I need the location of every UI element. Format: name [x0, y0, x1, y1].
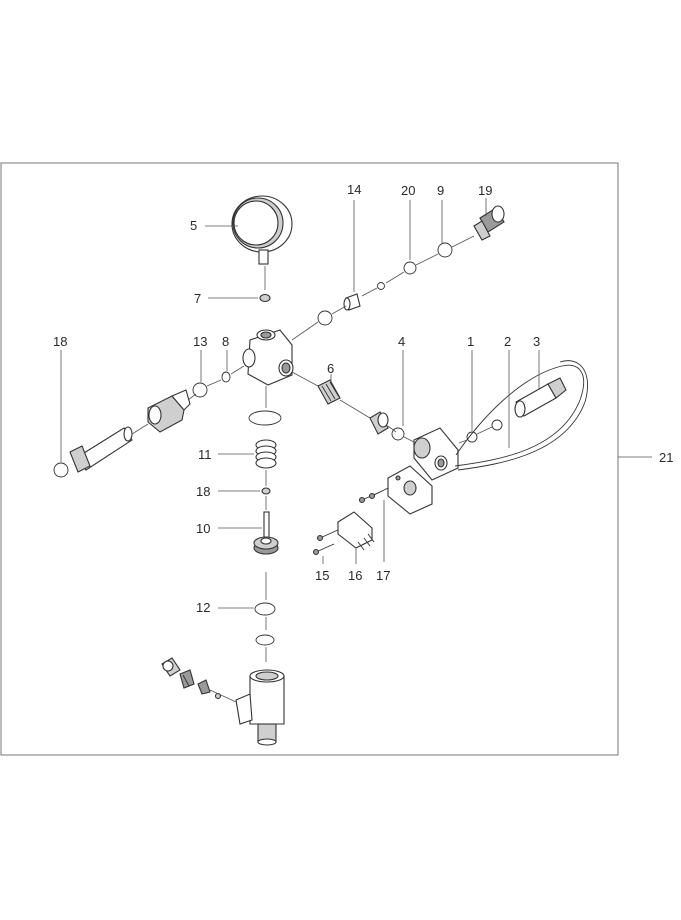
o-ring-13	[192, 382, 208, 398]
spring-6	[317, 379, 341, 405]
micro-switch-16	[337, 511, 375, 551]
small-ring	[377, 282, 385, 290]
callout-16: 16	[348, 568, 362, 583]
o-ring-lower	[255, 634, 275, 646]
manifold-block	[242, 329, 294, 386]
plug-19	[473, 205, 505, 241]
screws-15	[312, 529, 339, 556]
nozzle-fitting	[69, 426, 133, 473]
o-ring-1a	[466, 431, 478, 443]
hose-fitting-3	[514, 377, 567, 418]
callout-10: 10	[196, 521, 210, 536]
callout-14: 14	[347, 182, 361, 197]
o-ring-manifold-top	[317, 310, 333, 326]
hex-nut-fitting	[147, 389, 191, 433]
outlet-body	[235, 669, 285, 746]
o-ring-9	[437, 242, 453, 258]
o-ring-18-small	[261, 487, 271, 495]
callout-8: 8	[222, 334, 229, 349]
callout-18-center: 18	[196, 484, 210, 499]
sleeve-14	[343, 293, 361, 311]
callout-1: 1	[467, 334, 474, 349]
callout-13: 13	[193, 334, 207, 349]
callout-4: 4	[398, 334, 405, 349]
o-ring-8	[221, 371, 231, 383]
spring-11	[255, 439, 277, 469]
pressure-switch-body	[413, 427, 459, 481]
pressure-gauge	[231, 195, 293, 265]
callout-19: 19	[478, 183, 492, 198]
callout-6: 6	[327, 361, 334, 376]
check-valve-fitting	[369, 411, 389, 435]
callout-7: 7	[194, 291, 201, 306]
callout-5: 5	[190, 218, 197, 233]
mounting-plate-17	[387, 465, 433, 515]
o-ring-20	[403, 261, 417, 275]
o-ring-large-top	[248, 410, 282, 426]
o-ring-18-left	[53, 462, 69, 478]
callout-9: 9	[437, 183, 444, 198]
washer-7	[259, 293, 271, 303]
screws-17	[358, 487, 389, 504]
side-screw-assembly	[161, 657, 222, 700]
callout-11: 11	[198, 447, 212, 462]
o-ring-1b	[491, 419, 503, 431]
assembly-frame	[0, 162, 619, 756]
callout-17: 17	[376, 568, 390, 583]
o-ring-12	[254, 602, 276, 616]
hose-2	[454, 364, 585, 467]
o-ring-4	[391, 427, 405, 441]
callout-12: 12	[196, 600, 210, 615]
callout-2: 2	[504, 334, 511, 349]
valve-stem-10	[253, 511, 279, 555]
callout-18-left: 18	[53, 334, 67, 349]
callout-21: 21	[659, 450, 673, 465]
callout-15: 15	[315, 568, 329, 583]
callout-3: 3	[533, 334, 540, 349]
callout-20: 20	[401, 183, 415, 198]
